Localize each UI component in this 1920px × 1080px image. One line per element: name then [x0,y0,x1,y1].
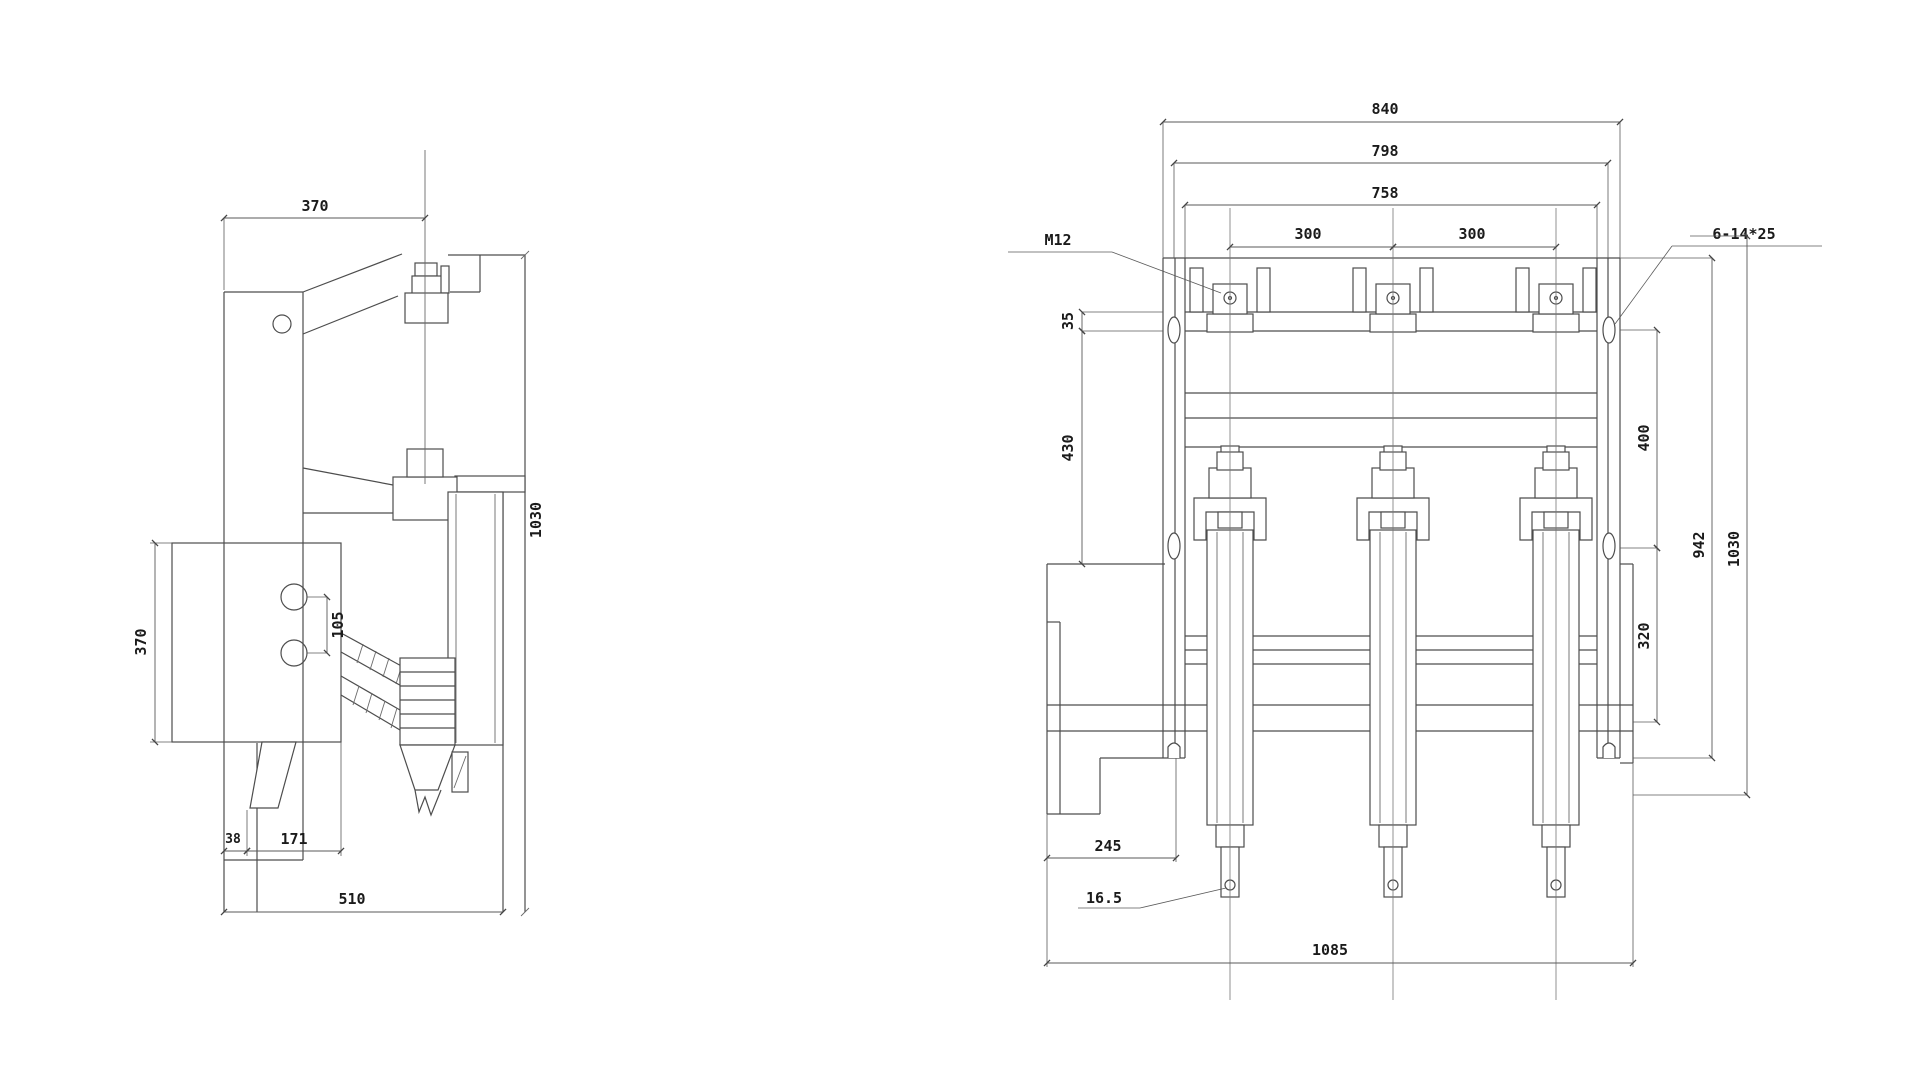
spring-clip [414,789,442,817]
dim-400: 400 [1635,424,1653,451]
flexible-connectors [340,632,406,731]
front-structure [1046,207,1634,1001]
dim-1030-side: 1030 [527,502,545,538]
dim-758: 758 [1371,184,1398,202]
label-mounting-holes: 6-14*25 [1712,225,1775,243]
slot-hole [1602,316,1616,344]
slot-hole [1167,316,1181,344]
pole-3 [1515,207,1597,1001]
left-bracket [1046,563,1165,815]
dim-942: 942 [1690,531,1708,558]
label-16-5: 16.5 [1086,889,1122,907]
slot-hole [1167,532,1181,560]
dim-320: 320 [1635,622,1653,649]
dim-245: 245 [1094,837,1121,855]
pole-1 [1189,207,1271,1001]
dim-35: 35 [1059,312,1077,330]
arm-hole [272,314,292,334]
plate-notch [1167,742,1181,758]
dim-370-top: 370 [301,197,328,215]
contact-stack [399,657,456,746]
dim-840: 840 [1371,100,1398,118]
dim-510: 510 [338,890,365,908]
foot [249,741,297,809]
front-view: 840 798 758 300 300 M12 6-14*25 [1008,100,1822,1001]
dim-798: 798 [1371,142,1398,160]
dim-300-right: 300 [1458,225,1485,243]
side-view: 370 1030 105 370 38 171 510 [132,150,545,917]
front-dimensions: 840 798 758 300 300 M12 6-14*25 [1008,100,1822,967]
mechanism-box [171,542,342,743]
dim-430: 430 [1059,434,1077,461]
dim-105: 105 [329,611,347,638]
pole-2 [1352,207,1434,1001]
dim-1030-front: 1030 [1725,531,1743,567]
slot-hole [1602,532,1616,560]
dim-370-box: 370 [132,628,150,655]
side-top-terminal [404,262,450,324]
dim-38: 38 [225,832,241,847]
label-m12: M12 [1044,231,1071,249]
side-dimensions: 370 1030 105 370 38 171 510 [132,197,545,917]
right-bracket [1620,563,1634,764]
dim-171: 171 [280,830,307,848]
side-structure [171,150,526,912]
dim-1085: 1085 [1312,941,1348,959]
plate-notch [1602,742,1616,758]
dim-300-left: 300 [1294,225,1321,243]
